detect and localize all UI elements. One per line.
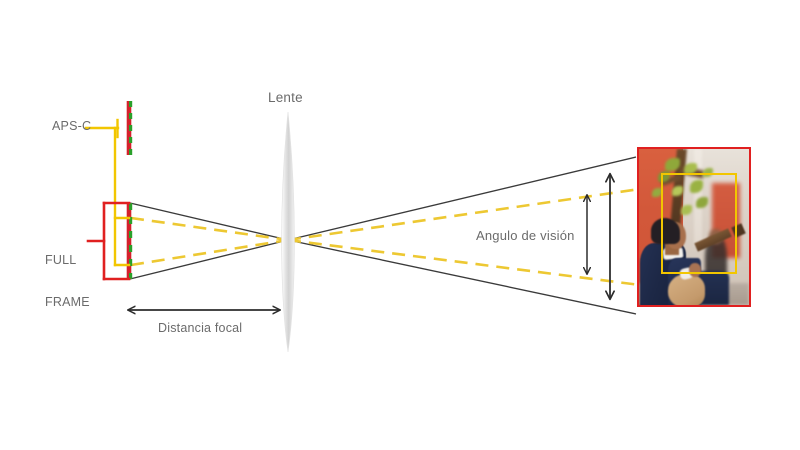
ray-group-full-frame [129, 156, 637, 315]
full-frame-label: FULL FRAME [45, 225, 90, 337]
sensor-bar-full-frame [126, 203, 133, 279]
lens-element [281, 111, 295, 353]
ray-apsc-left-top [130, 216, 289, 242]
ray-ff-left-bottom [129, 239, 289, 280]
lens-label: Lente [268, 90, 303, 105]
scene-photo-content [639, 149, 749, 305]
ray-ff-right-top [287, 156, 637, 241]
focal-distance-label: Distancia focal [158, 321, 243, 335]
ray-group-apsc [130, 187, 641, 287]
full-frame-label-line2: FRAME [45, 295, 90, 309]
bracket-apsc [84, 118, 131, 267]
apsc-label: APS-C [52, 119, 92, 133]
sensor-bar-apsc [126, 101, 133, 155]
ray-apsc-right-bottom [287, 238, 641, 287]
ray-apsc-right-top [287, 187, 641, 242]
ray-ff-left-top [129, 202, 289, 241]
angle-of-view-label: Angulo de visión [476, 228, 575, 243]
full-frame-label-line1: FULL [45, 253, 77, 267]
scene-photo-full-frame [637, 147, 751, 307]
ray-ff-right-bottom [287, 239, 637, 315]
bracket-full-frame [86, 201, 131, 281]
ray-apsc-left-bottom [130, 238, 289, 267]
